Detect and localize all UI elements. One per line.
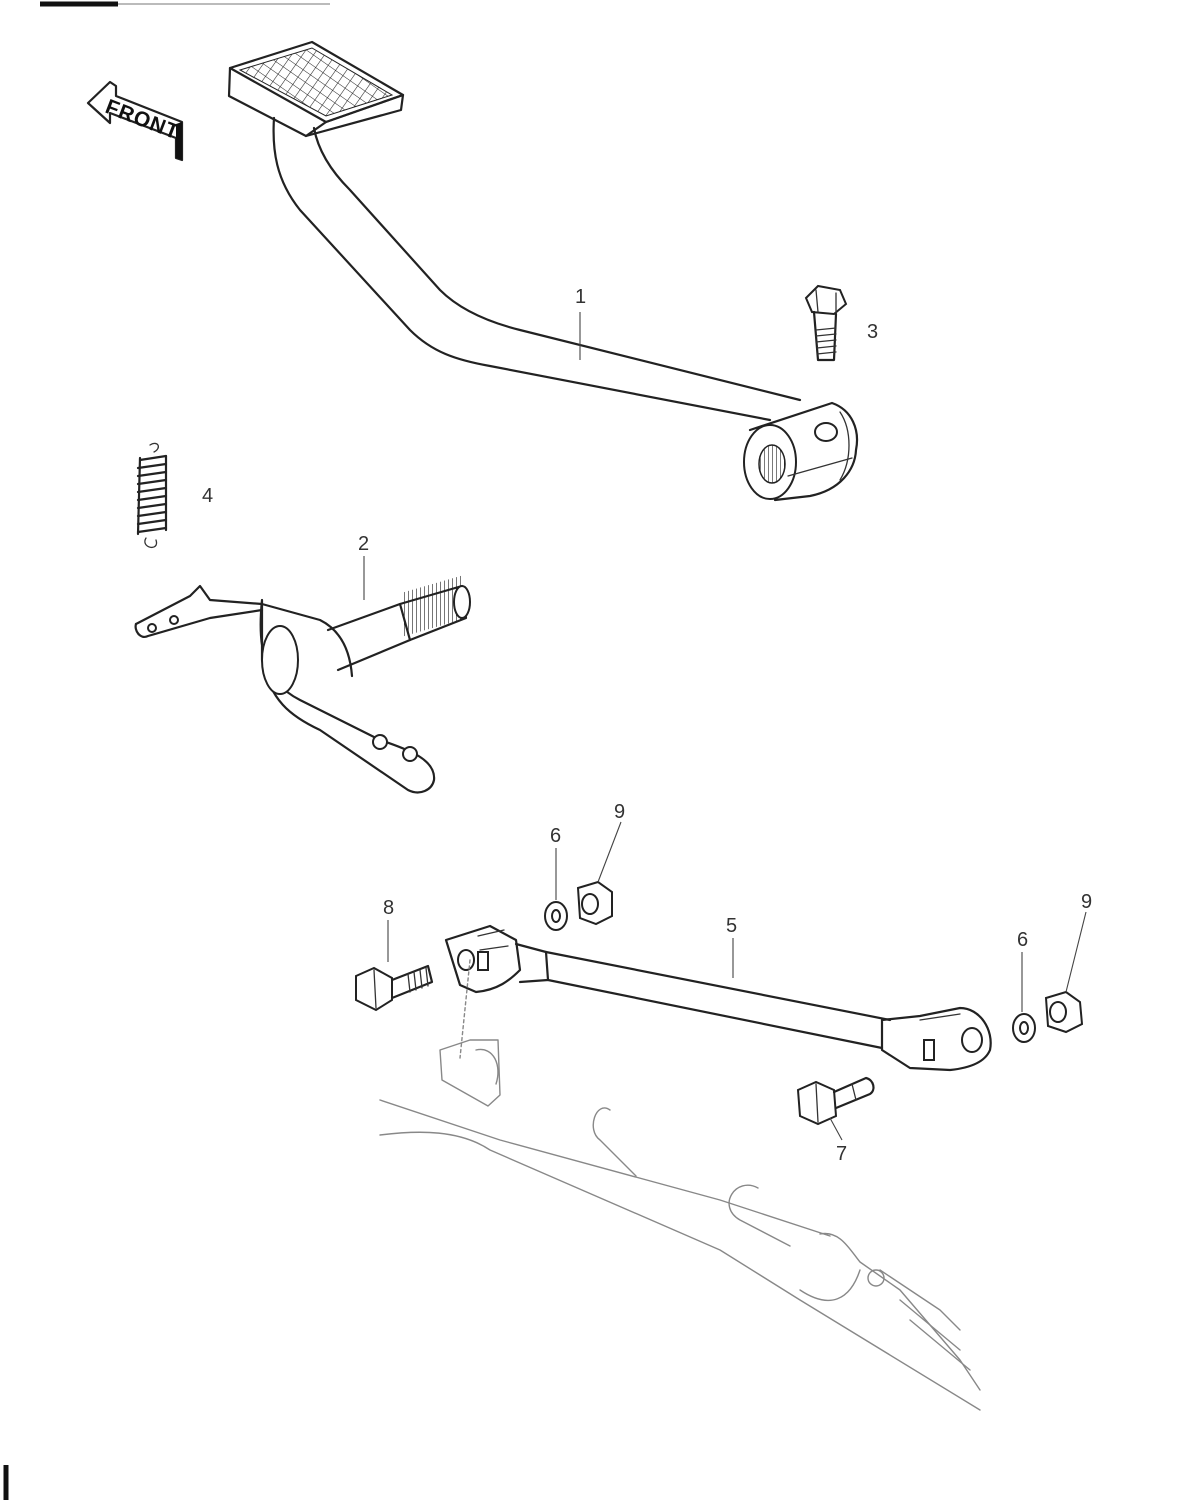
callout-7: 7 [836, 1143, 847, 1165]
callout-6-right: 6 [1017, 929, 1028, 951]
nut-part-9-right [1044, 990, 1084, 1034]
front-label: FRONT [102, 95, 182, 144]
callouts: 1 2 3 4 5 6 6 7 8 9 9 [202, 286, 1092, 1165]
washer-part-6-left [544, 901, 568, 931]
brake-rod-part-5 [444, 924, 992, 1072]
bolt-part-3 [804, 284, 848, 362]
brake-pedal-part-1 [227, 40, 859, 502]
callout-2: 2 [358, 533, 369, 555]
scan-marks [3, 1, 330, 1500]
callout-9-right: 9 [1081, 891, 1092, 913]
callout-8: 8 [383, 897, 394, 919]
callout-1: 1 [575, 286, 586, 308]
nut-part-9-left [576, 880, 613, 926]
spring-part-4 [136, 442, 168, 548]
callout-5: 5 [726, 915, 737, 937]
pin-part-7 [796, 1076, 875, 1126]
bolt-part-8 [355, 964, 434, 1012]
callout-3: 3 [867, 321, 878, 343]
callout-6-left: 6 [550, 825, 561, 847]
washer-part-6-right [1012, 1013, 1036, 1043]
callout-4: 4 [202, 485, 213, 507]
brake-shaft-part-2 [134, 575, 471, 794]
front-direction-badge: FRONT [86, 80, 184, 162]
frame-background-outline [379, 959, 981, 1411]
callout-9-left: 9 [614, 801, 625, 823]
leader-lines [363, 312, 1087, 1141]
